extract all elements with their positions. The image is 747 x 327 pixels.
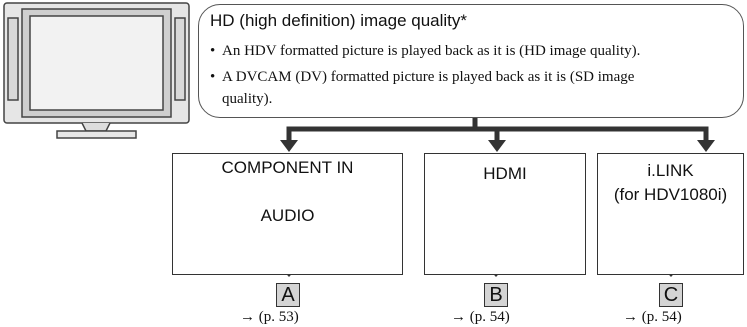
callout-title: HD (high definition) image quality* bbox=[210, 11, 468, 30]
page-reference-a: → (p. 53) bbox=[240, 309, 299, 325]
callout-box bbox=[198, 4, 744, 118]
hdmi-input-box: HDMI bbox=[424, 153, 586, 275]
bullet-dot: • bbox=[210, 43, 216, 59]
hdmi-label: HDMI bbox=[483, 164, 527, 183]
component-input-box: COMPONENT IN AUDIO bbox=[172, 153, 403, 275]
page-reference-c: → (p. 54) bbox=[623, 309, 682, 325]
connector-lines bbox=[286, 118, 709, 143]
tv-icon bbox=[3, 2, 190, 139]
bullet-dot: • bbox=[210, 69, 216, 85]
ilink-sublabel: (for HDV1080i) bbox=[613, 185, 728, 204]
component-in-label: COMPONENT IN bbox=[221, 158, 354, 177]
bullet-item: • An HDV formatted picture is played back… bbox=[210, 40, 740, 62]
ilink-label: i.LINK bbox=[647, 161, 694, 180]
arrow-down-icon bbox=[280, 140, 715, 152]
page-reference-b: → (p. 54) bbox=[451, 309, 510, 325]
bullet-text-continued: quality). bbox=[222, 91, 273, 107]
ilink-input-box: i.LINK (for HDV1080i) bbox=[597, 153, 744, 275]
audio-label: AUDIO bbox=[260, 206, 315, 225]
letter-a-badge: A bbox=[276, 283, 300, 307]
bullet-text: An HDV formatted picture is played back … bbox=[222, 43, 641, 59]
letter-c-badge: C bbox=[659, 283, 683, 307]
letter-b-badge: B bbox=[484, 283, 508, 307]
bullet-text: A DVCAM (DV) formatted picture is played… bbox=[222, 69, 635, 85]
bullet-item: • A DVCAM (DV) formatted picture is playe… bbox=[210, 66, 740, 110]
